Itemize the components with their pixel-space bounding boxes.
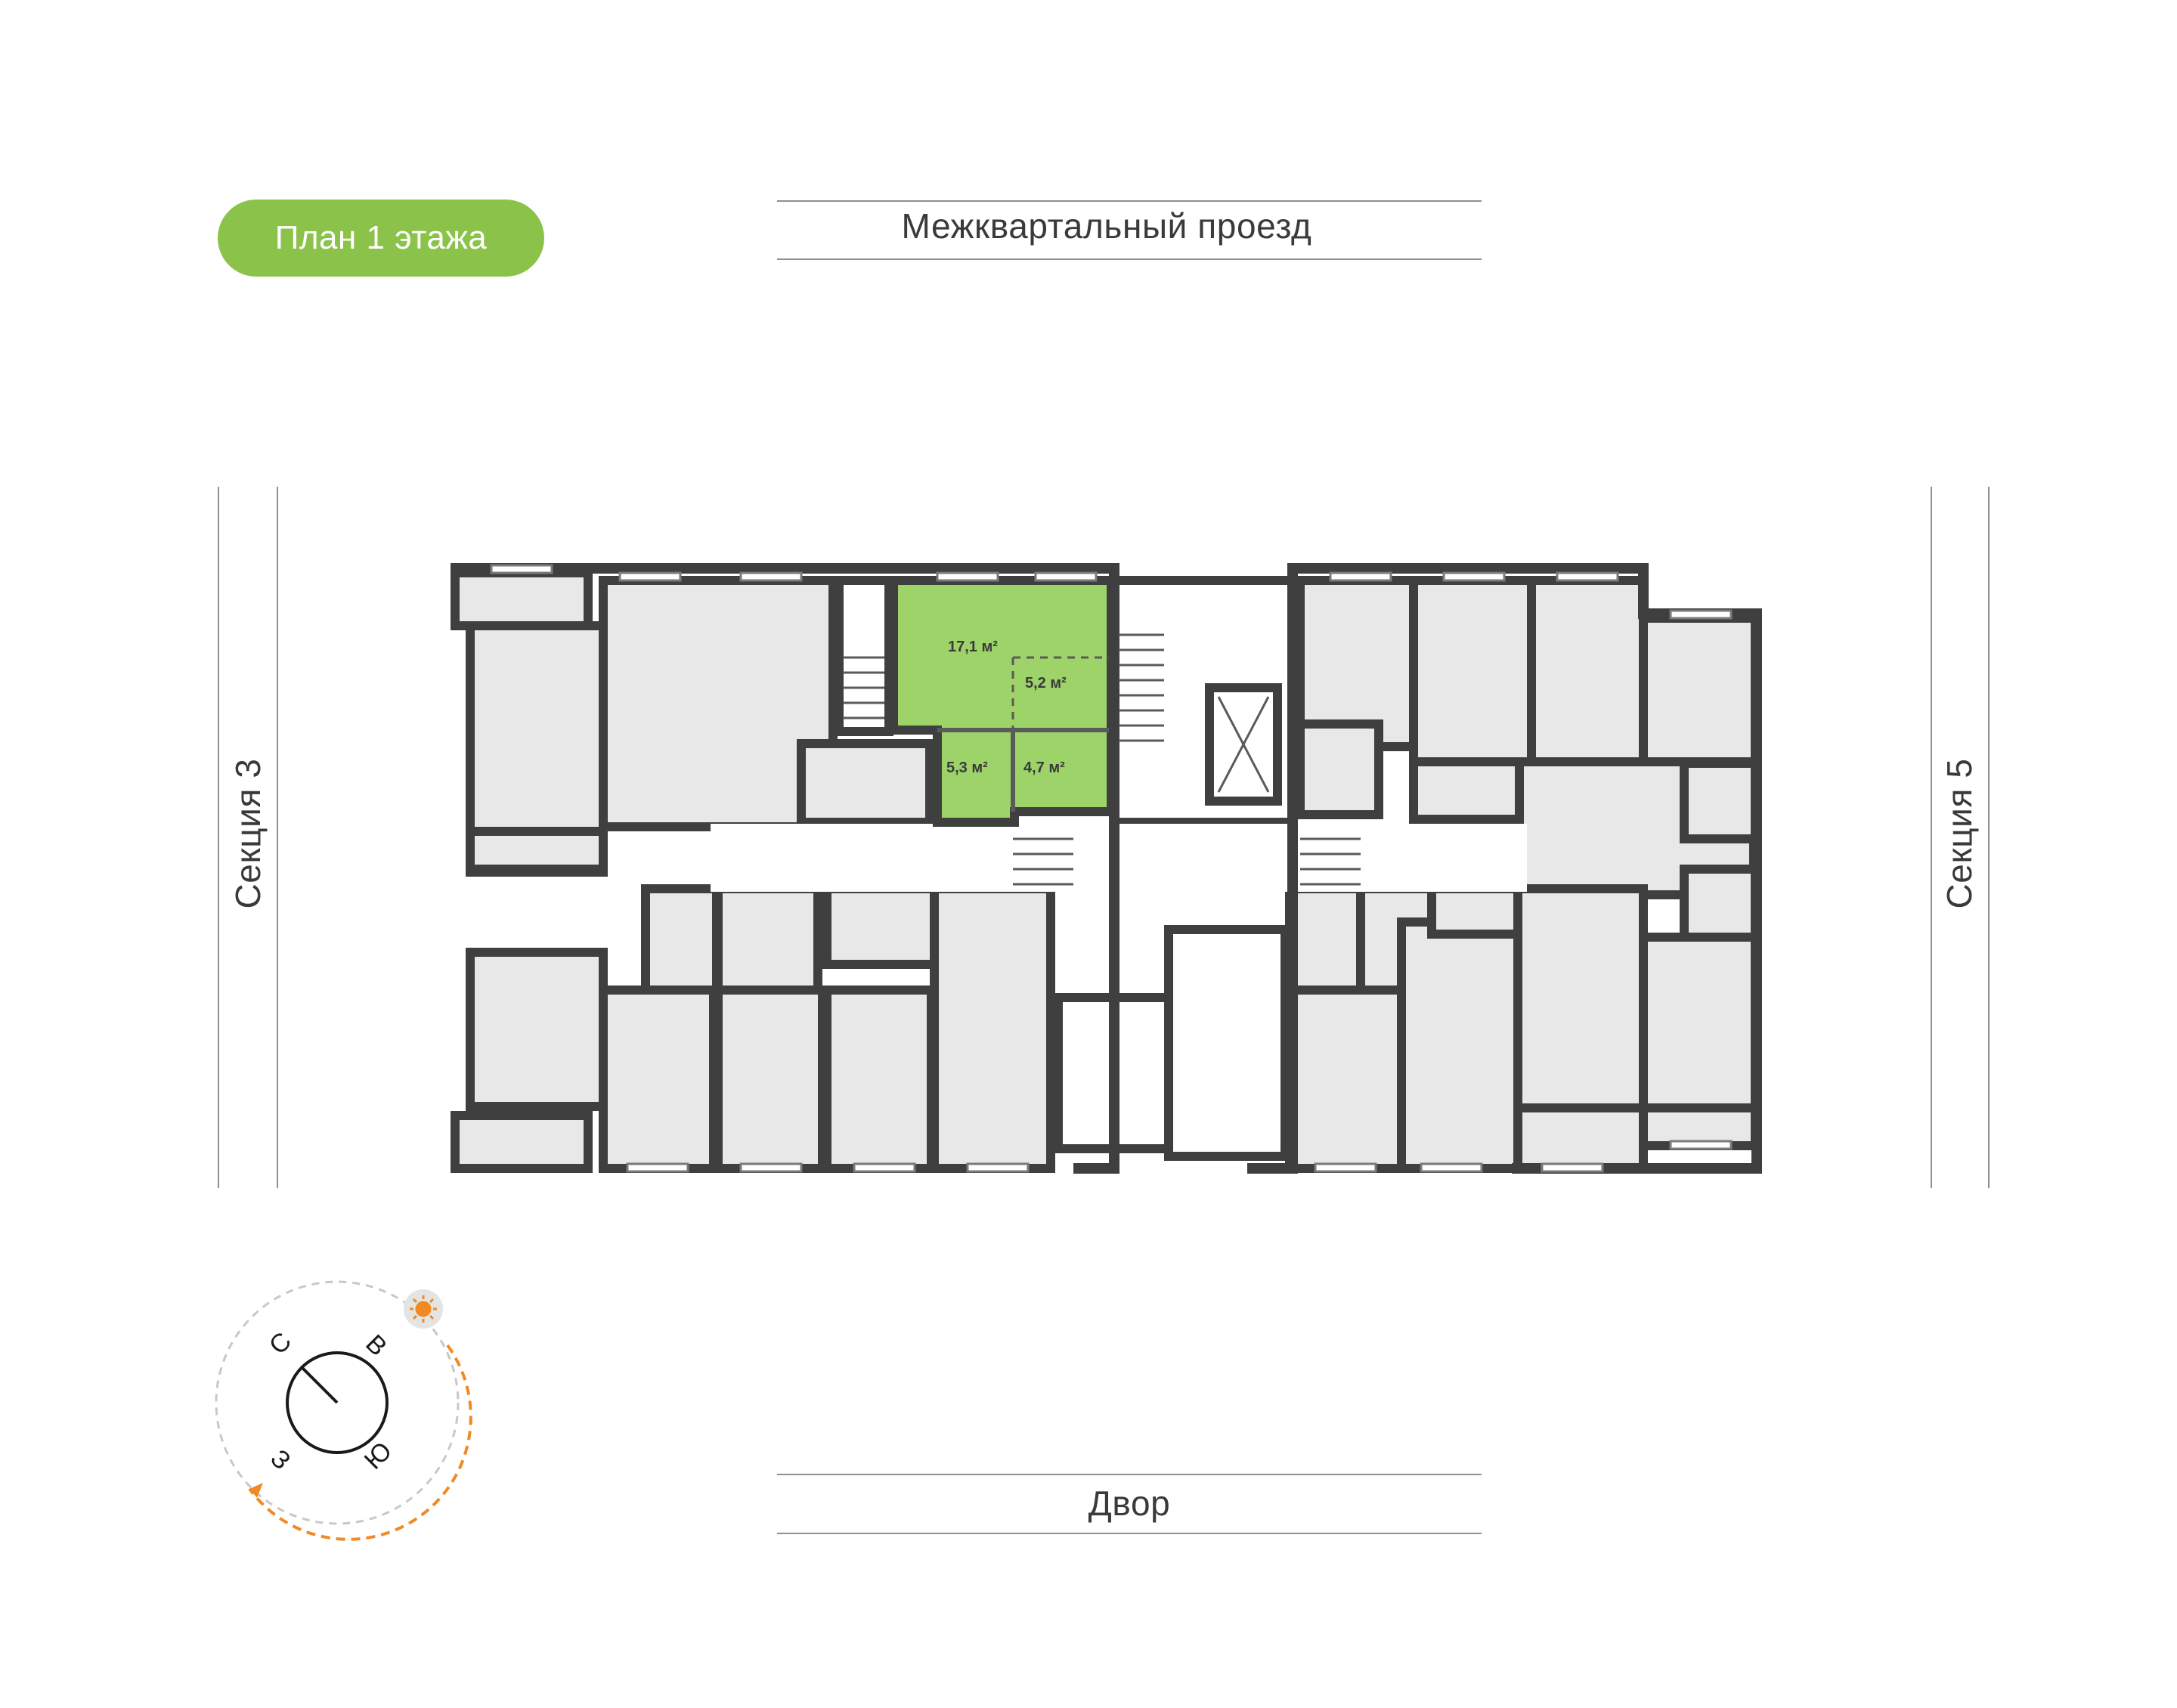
- compass-needle: [301, 1366, 339, 1404]
- compass: С В Ю З: [215, 1280, 472, 1541]
- room-right-bed-3: [1513, 884, 1648, 1112]
- stair-treads: [843, 633, 1361, 886]
- room-right-hall-1: [1409, 757, 1524, 824]
- sun-path-arrowhead: [249, 1483, 263, 1498]
- room-left-bed-2: [714, 986, 827, 1173]
- compass-west-label: З: [265, 1444, 296, 1475]
- room-right-bed-2: [1397, 917, 1522, 1173]
- bottom-street-line-upper: [777, 1474, 1482, 1475]
- left-section-line-outer: [218, 487, 219, 1188]
- elevator: [1205, 683, 1282, 806]
- room-right-kitchen: [1427, 884, 1522, 939]
- room-left-bed-4: [930, 884, 1055, 1173]
- area-label-3: 5,3 м²: [946, 760, 988, 776]
- room-right-bath-3: [1680, 865, 1760, 942]
- room-left-big-top: [599, 576, 838, 831]
- room-right-balcony-bottom: [1513, 1103, 1648, 1173]
- room-right-bed-1: [1285, 986, 1406, 1173]
- sun-path-arrow: [248, 1344, 472, 1541]
- floor-badge: План 1 этажа: [218, 200, 544, 277]
- floor-badge-label: План 1 этажа: [274, 219, 488, 256]
- top-street-line-upper: [777, 200, 1482, 202]
- room-right-top-4: [1639, 614, 1760, 766]
- area-label-4: 4,7 м²: [1023, 760, 1065, 776]
- room-left-bath-2: [714, 884, 822, 995]
- area-labels: 17,1 м² 5,2 м² 5,3 м² 4,7 м²: [946, 639, 1067, 776]
- room-right-bath-4: [1285, 884, 1365, 995]
- sun-icon: [410, 1295, 437, 1323]
- common-areas: [835, 576, 1297, 1161]
- room-left-bath-1: [641, 884, 721, 995]
- room-left-living-bottom: [466, 948, 608, 1111]
- entrance-hall: [1164, 925, 1290, 1161]
- top-street-line-lower: [777, 258, 1482, 260]
- room-right-bath-2: [1680, 759, 1760, 843]
- room-right-bath-1: [1296, 719, 1383, 819]
- area-label-2: 5,2 м²: [1025, 675, 1067, 692]
- room-left-hall: [822, 884, 939, 969]
- left-section-line-inner: [277, 487, 278, 1188]
- room-left-bed-3: [822, 986, 936, 1173]
- floor-plan-rooms: [451, 568, 1760, 1173]
- elevator-mark: [1217, 696, 1270, 793]
- room-right-bed-4: [1639, 933, 1760, 1112]
- building-walls: [451, 563, 1762, 1174]
- stair-left: [835, 576, 893, 736]
- compass-orbit: [215, 1280, 460, 1525]
- bottom-street-label: Двор: [1088, 1484, 1171, 1523]
- bottom-street-line-lower: [777, 1533, 1482, 1534]
- room-left-balcony-bottom: [451, 1111, 593, 1173]
- room-right-top-3: [1527, 576, 1648, 766]
- apartment-partitions: [937, 656, 1111, 812]
- room-left-bath-3: [797, 739, 934, 827]
- right-section-line-inner: [1988, 487, 1990, 1188]
- right-section-line-outer: [1931, 487, 1932, 1188]
- area-label-1: 17,1 м²: [948, 639, 998, 655]
- room-left-balcony-top: [451, 568, 593, 630]
- compass-east-label: В: [360, 1329, 392, 1362]
- compass-north-label: С: [264, 1327, 297, 1360]
- windows: [490, 564, 1733, 1173]
- room-left-kitchen-row: [466, 827, 608, 874]
- room-left-bed-1: [599, 986, 718, 1173]
- top-street-label: Межквартальный проезд: [901, 206, 1312, 246]
- room-right-top-2: [1409, 576, 1536, 766]
